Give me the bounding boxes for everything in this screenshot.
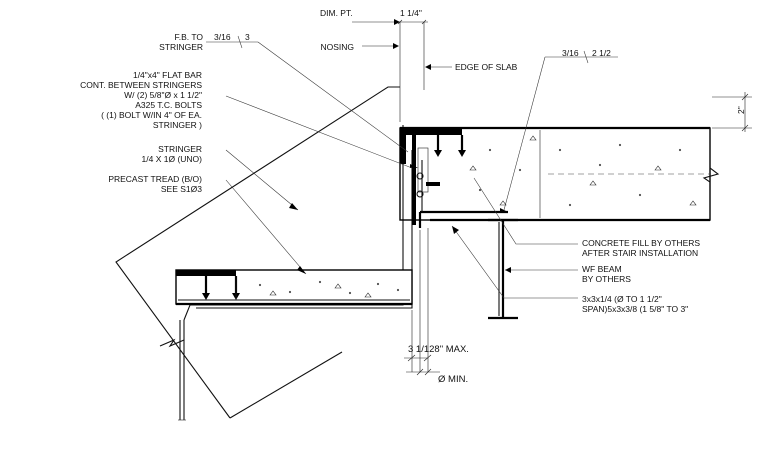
slab-depth-dim: 2" [736, 106, 746, 114]
flat-bar-label-6: STRINGER ) [153, 120, 202, 130]
wf-beam-label-2: BY OTHERS [582, 274, 631, 284]
flat-bar-label-4: A325 T.C. BOLTS [135, 100, 202, 110]
precast-tread [175, 269, 413, 306]
fb-to-stringer-label-2: STRINGER [159, 42, 203, 52]
max-dimension-label: 3 1/128" MAX. [408, 344, 469, 355]
fb-to-stringer-label-1: F.B. TO [174, 32, 203, 42]
stringer-outline [115, 86, 413, 421]
min-dimension-label: Ø MIN. [438, 374, 468, 385]
tread-label-2: SEE S1Ø3 [161, 184, 202, 194]
dim-top-value: 1 1/4" [400, 8, 422, 18]
wf-beam [488, 218, 518, 320]
tread-label-1: PRECAST TREAD (B/O) [108, 174, 202, 184]
dim-pt-label: DIM. PT. [320, 8, 353, 18]
weld1-length: 3 [245, 32, 250, 42]
weld1-size: 3/16 [214, 32, 231, 42]
stringer-label-1: STRINGER [158, 144, 202, 154]
weld2-size: 3/16 [562, 48, 579, 58]
flat-bar-label-5: ( (1) BOLT W/IN 4" OF EA. [101, 110, 202, 120]
dimension-lines [352, 19, 752, 376]
concrete-slab [399, 126, 720, 222]
weld2-length: 2 1/2 [592, 48, 611, 58]
angle-label-1: 3x3x1/4 (Ø TO 1 1/2" [582, 294, 662, 304]
edge-of-slab-label: EDGE OF SLAB [455, 62, 518, 72]
annotations: DIM. PT. 1 1/4" F.B. TO STRINGER 3/16 3 … [80, 8, 746, 385]
stringer-label-2: 1/4 X 1Ø (UNO) [142, 154, 203, 164]
concrete-fill-label-1: CONCRETE FILL BY OTHERS [582, 238, 700, 248]
steel-angle-connection [400, 128, 508, 228]
wf-beam-label-1: WF BEAM [582, 264, 622, 274]
flat-bar-label-2: CONT. BETWEEN STRINGERS [80, 80, 202, 90]
leader-lines [206, 35, 618, 299]
flat-bar-label-1: 1/4"x4" FLAT BAR [133, 70, 202, 80]
concrete-fill-label-2: AFTER STAIR INSTALLATION [582, 248, 698, 258]
nosing-label: NOSING [320, 42, 354, 52]
angle-label-2: SPAN)5x3x3/8 (1 5/8" TO 3" [582, 304, 688, 314]
flat-bar-label-3: W/ (2) 5/8"Ø x 1 1/2" [124, 90, 202, 100]
